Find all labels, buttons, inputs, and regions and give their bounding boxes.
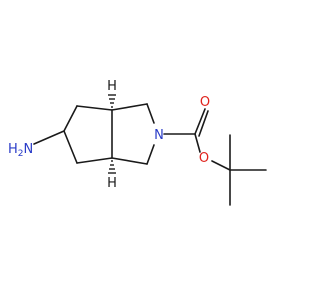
bond-carbonyl-o-b	[198, 110, 209, 137]
amine-label: H2N	[8, 142, 33, 159]
bond-c1-nh2	[33, 130, 65, 145]
bond-c7-n	[146, 144, 155, 165]
bond-c4-c6	[111, 103, 148, 111]
bond-carbonyl-o-a	[194, 108, 206, 135]
bond-c1-c2	[63, 105, 78, 132]
bond-carbonyl-oester	[194, 133, 201, 153]
bond-c6-n	[146, 103, 155, 124]
structure-canvas: H H H2N N O O	[8, 79, 267, 206]
bond-layer	[33, 103, 267, 206]
amine-h: H	[8, 142, 18, 157]
ring-nitrogen-label: N	[154, 128, 164, 143]
bond-c1-c3	[63, 130, 78, 164]
amine-n: N	[24, 142, 34, 157]
carbonyl-oxygen-label: O	[200, 95, 210, 110]
amine-subscript: 2	[18, 149, 24, 159]
stereo-h-top-label: H	[107, 79, 117, 94]
stereo-h-bottom-label: H	[107, 176, 117, 191]
bond-oester-cq	[211, 160, 231, 171]
bond-c3-c5	[76, 157, 113, 164]
molecule-structure: H H H2N N O O	[8, 79, 267, 206]
bond-c2-c4	[76, 105, 113, 111]
ester-oxygen-label: O	[199, 151, 209, 166]
bond-c5-c7	[111, 157, 148, 165]
hashed-wedge-top	[108, 94, 116, 108]
hashed-wedge-bottom	[108, 160, 116, 174]
